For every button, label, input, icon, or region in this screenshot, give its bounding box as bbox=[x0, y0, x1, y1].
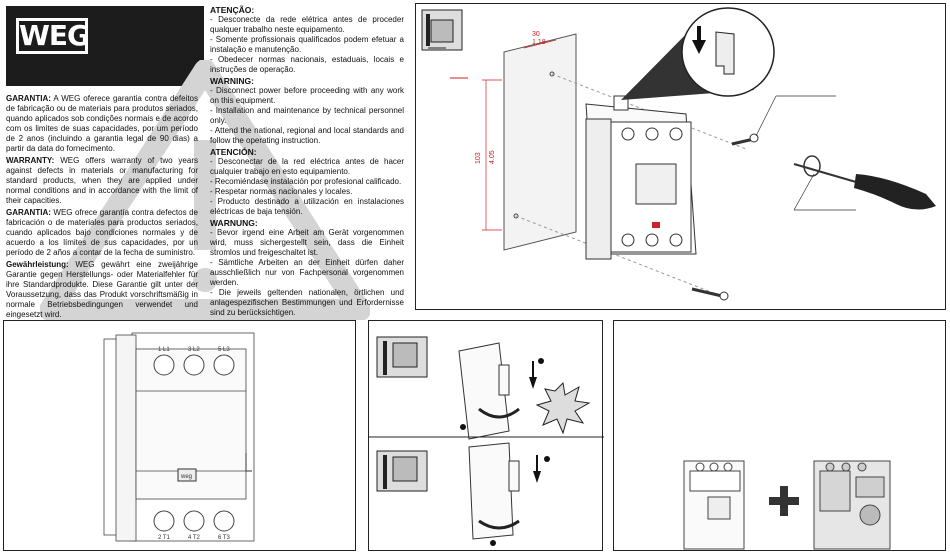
device-front-view: 1 L1 3 L2 5 L3 2 T1 4 T2 6 T3 weg bbox=[103, 332, 255, 542]
down-arrow-icon bbox=[692, 40, 706, 54]
warning-line: - Producto destinado a utilización en in… bbox=[210, 197, 404, 216]
screw-icon bbox=[731, 133, 759, 146]
trip-indicator bbox=[245, 453, 252, 472]
washer-icon bbox=[803, 155, 821, 177]
screw-icon bbox=[691, 287, 729, 301]
mounting-diagram: 30 1.18 103 4.05 bbox=[421, 7, 936, 301]
dim-width-mm: 30 bbox=[532, 31, 540, 38]
guarantee-es: GARANTIA: WEG ofrece garantía contra def… bbox=[6, 208, 198, 257]
removal-instructions-panel bbox=[368, 320, 604, 551]
orientation-icon bbox=[421, 9, 463, 51]
warning-line: - Bevor irgend eine Arbeit am Gerät vorg… bbox=[210, 228, 404, 257]
accessory-combination bbox=[683, 460, 891, 550]
rotation-arrow bbox=[478, 407, 520, 419]
warning-line: - Somente profissionais qualificados pod… bbox=[210, 35, 404, 54]
weg-logo-box: WEG bbox=[16, 18, 90, 54]
device-tilted-wrong bbox=[458, 342, 510, 440]
device-logo-plate bbox=[177, 468, 197, 482]
leader-line bbox=[755, 95, 777, 137]
screwdriver-icon bbox=[793, 163, 936, 210]
dim-width-in: 1.18 bbox=[532, 39, 546, 46]
warning-triangle-watermark bbox=[40, 60, 370, 320]
top-terminals bbox=[153, 354, 235, 532]
mounting-plate bbox=[503, 33, 577, 251]
removal-instructions bbox=[369, 336, 604, 546]
down-arrow-icon bbox=[533, 471, 541, 483]
guarantee-de: Gewährleistung: WEG gewährt eine zweijäh… bbox=[6, 260, 198, 319]
accessory-combination-panel bbox=[613, 320, 946, 551]
warning-line: - Installation and maintenance by techni… bbox=[210, 106, 404, 125]
warning-title-es: ATENCIÓN: bbox=[210, 147, 257, 157]
warning-line: - Desconectar de la red eléctrica antes … bbox=[210, 157, 404, 176]
weg-logo-text: WEG bbox=[19, 19, 90, 52]
device-front-view-panel: 1 L1 3 L2 5 L3 2 T1 4 T2 6 T3 weg bbox=[3, 320, 356, 551]
weg-logo: WEG bbox=[6, 6, 204, 86]
mounting-diagram-panel: 30 1.18 103 4.05 bbox=[415, 3, 946, 310]
leader-line bbox=[793, 173, 815, 211]
warning-line: - Desconecte da rede elétrica antes de p… bbox=[210, 15, 404, 34]
spark-icon bbox=[535, 381, 591, 435]
device-tilted-correct bbox=[468, 442, 520, 540]
guarantee-text: GARANTIA: A WEG oferece garantia contra … bbox=[6, 94, 198, 322]
rotation-arrow bbox=[478, 519, 520, 530]
rail-clip-detail bbox=[715, 31, 735, 75]
terminal-label: 3 L2 bbox=[188, 347, 200, 353]
warning-title-de: WARNUNG: bbox=[210, 218, 258, 228]
contactor-device bbox=[813, 460, 891, 550]
warning-line: - Attend the national, regional and loca… bbox=[210, 126, 404, 145]
warning-title-pt: ATENÇÃO: bbox=[210, 5, 255, 15]
orientation-icon bbox=[376, 336, 428, 378]
dimension-lines bbox=[482, 39, 557, 231]
dim-height-mm: 103 bbox=[475, 152, 482, 164]
dim-height-in: 4.05 bbox=[489, 150, 496, 164]
terminal-label: 1 L1 bbox=[158, 347, 170, 353]
guarantee-pt: GARANTIA: A WEG oferece garantia contra … bbox=[6, 94, 199, 153]
guarantee-en: WARRANTY: WEG offers warranty of two yea… bbox=[6, 156, 198, 205]
plus-icon bbox=[769, 486, 799, 516]
terminal-label: 2 T1 bbox=[158, 535, 171, 541]
motor-protector-small bbox=[683, 460, 745, 550]
terminal-label: 5 L3 bbox=[218, 347, 230, 353]
warning-line: - Die jeweils geltenden nationalen, örtl… bbox=[210, 288, 404, 317]
warning-line: - Disconnect power before proceeding wit… bbox=[210, 86, 404, 105]
warning-line: - Respetar normas nacionales y locales. bbox=[210, 187, 353, 196]
terminal-label: 4 T2 bbox=[188, 535, 201, 541]
warning-title-en: WARNING: bbox=[210, 76, 254, 86]
warning-line: - Obedecer normas nacionais, estaduais, … bbox=[210, 55, 404, 74]
warning-line: - Recomiéndase instalación por profesion… bbox=[210, 177, 402, 186]
safety-warnings: ATENÇÃO: - Desconecte da rede elétrica a… bbox=[210, 4, 404, 318]
orientation-icon bbox=[376, 450, 428, 492]
device-logo: weg bbox=[180, 474, 192, 480]
down-arrow-icon bbox=[529, 377, 537, 389]
motor-protector-device bbox=[585, 95, 697, 260]
warning-line: - Sämtliche Arbeiten an der Einheit dürf… bbox=[210, 258, 404, 287]
terminal-label: 6 T3 bbox=[218, 535, 231, 541]
